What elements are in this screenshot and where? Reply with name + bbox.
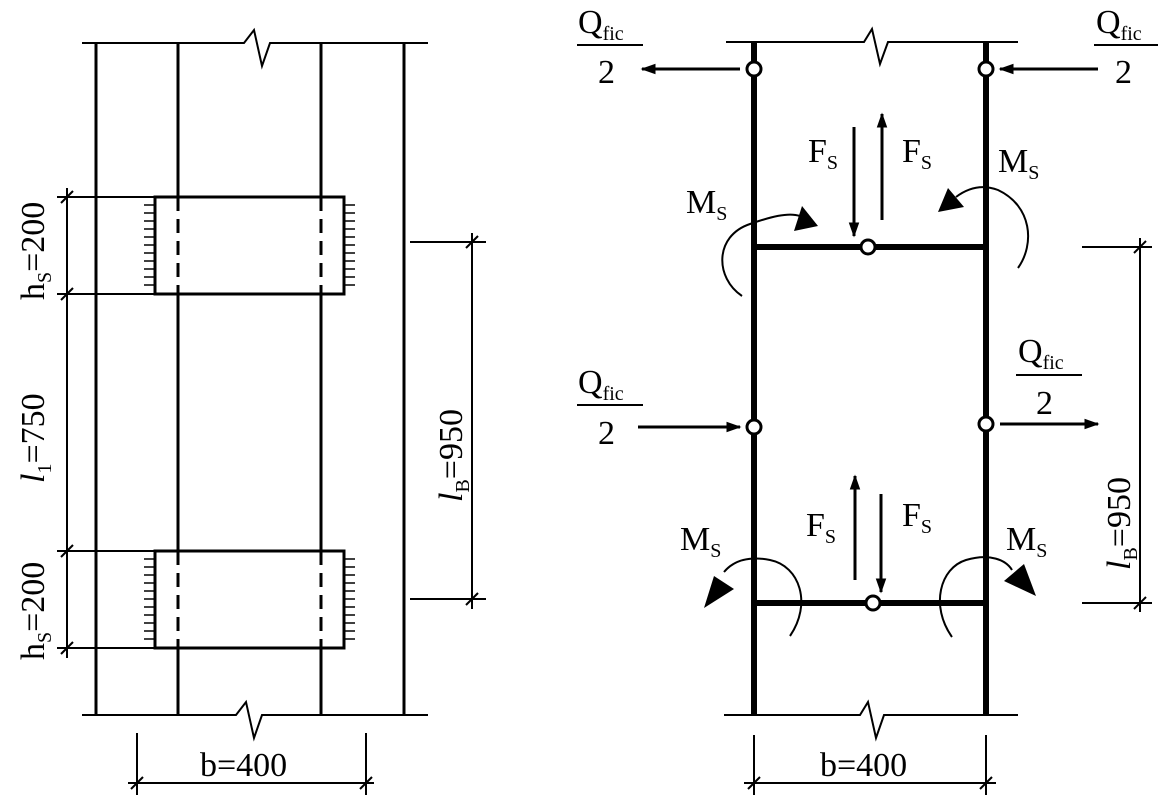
svg-text:2: 2 <box>1036 385 1053 422</box>
right-frame-model: Qfic 2 Qfic 2 Qfic 2 Qfic 2 FS FS FS FS … <box>577 4 1158 795</box>
svg-text:Qfic: Qfic <box>1096 4 1142 45</box>
fs-label: FS <box>808 133 838 174</box>
lb-label-left: lB=950 <box>433 409 474 502</box>
moment-arc-bottom-left <box>723 557 803 637</box>
beam-block-bottom <box>153 549 346 650</box>
hinge-node <box>977 415 995 433</box>
hinge-node <box>977 60 995 78</box>
hinge-node <box>864 594 882 612</box>
top-break-line <box>726 26 1018 68</box>
hatch-top-left <box>144 204 155 286</box>
q-fraction-mid-right: Qfic 2 <box>1016 333 1082 422</box>
hatch-bottom-left <box>144 558 155 640</box>
hs-top-label: hS=200 <box>15 202 56 300</box>
ms-label: MS <box>1006 521 1047 562</box>
q-fraction-mid-left: Qfic 2 <box>577 364 643 452</box>
lb-label-right: lB=950 <box>1101 477 1142 570</box>
left-elevation: hS=200 l1=750 hS=200 lB=950 b=400 <box>15 27 486 795</box>
hinge-node <box>745 418 763 436</box>
svg-text:Qfic: Qfic <box>578 4 624 45</box>
hinge-node <box>745 60 763 78</box>
q-fraction-top-right: Qfic 2 <box>1094 4 1158 91</box>
top-break-line <box>82 27 428 70</box>
hs-bottom-label: hS=200 <box>15 562 56 660</box>
moment-arc-top-left <box>721 213 801 297</box>
ms-label: MS <box>998 143 1039 184</box>
l1-label: l1=750 <box>15 393 56 483</box>
lb-dimension-line <box>410 233 486 609</box>
b-dimension-line-left <box>128 733 374 795</box>
left-dimension-line <box>57 188 155 658</box>
fs-label: FS <box>902 133 932 174</box>
hatch-top-right <box>344 204 355 286</box>
b-label-right: b=400 <box>820 747 907 784</box>
bottom-break-line <box>724 699 1018 742</box>
hinge-node <box>859 238 877 256</box>
fs-label: FS <box>806 507 836 548</box>
svg-text:2: 2 <box>598 415 615 452</box>
moment-arc-top-right <box>955 186 1030 269</box>
fs-label: FS <box>902 497 932 538</box>
ms-label: MS <box>686 184 727 225</box>
svg-text:Qfic: Qfic <box>578 364 624 405</box>
ms-label: MS <box>680 521 721 562</box>
hatch-bottom-right <box>344 558 355 640</box>
svg-text:2: 2 <box>1115 54 1132 91</box>
lb-dimension-line-right <box>1082 238 1152 612</box>
svg-text:Qfic: Qfic <box>1018 333 1064 374</box>
bottom-break-line <box>82 699 428 742</box>
moment-arc-bottom-right <box>938 556 1013 638</box>
b-dimension-line-right <box>744 735 996 795</box>
b-label-left: b=400 <box>200 747 287 784</box>
svg-text:2: 2 <box>598 54 615 91</box>
beam-block-top <box>153 195 346 296</box>
q-fraction-top-left: Qfic 2 <box>577 4 643 91</box>
